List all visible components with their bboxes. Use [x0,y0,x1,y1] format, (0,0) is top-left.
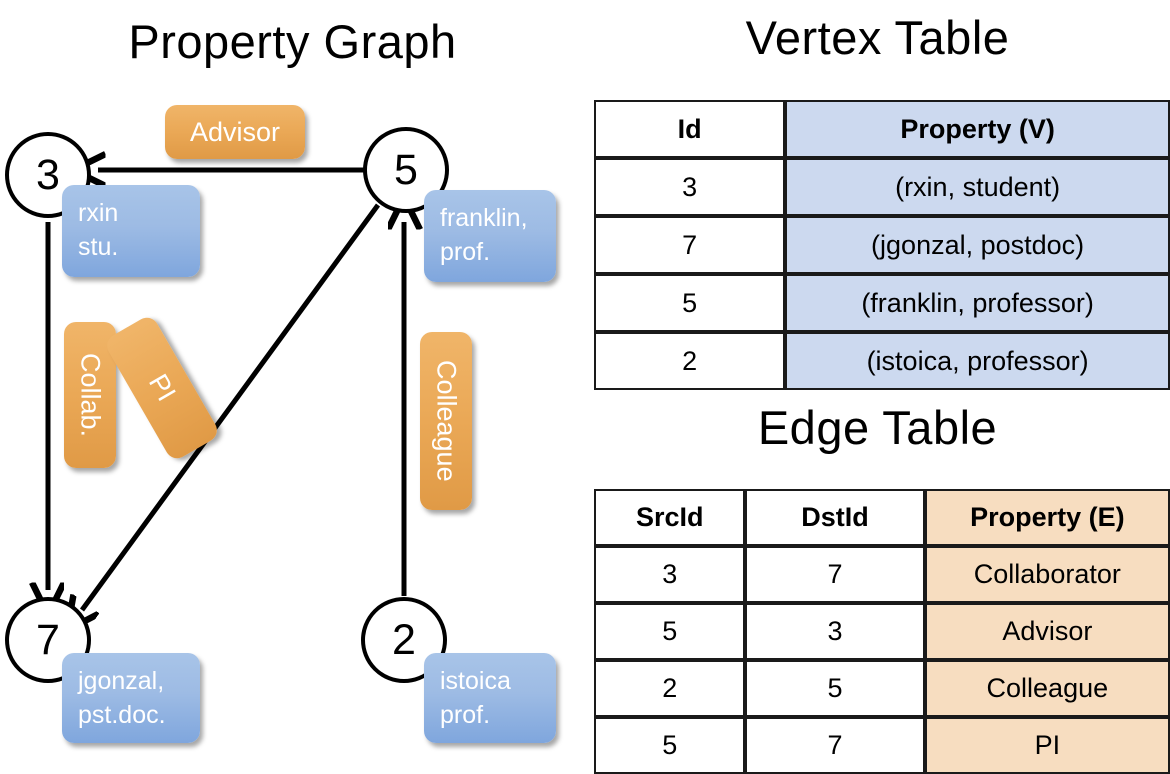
edge-table-cell-dstid: 5 [745,660,925,717]
page-title-property-graph: Property Graph [128,15,457,68]
edge-label-box-colleague[interactable]: Colleague [420,332,472,510]
table-row: 2 (istoica, professor) [594,332,1170,390]
vertex-property-box-istoica[interactable]: istoica prof. [424,653,556,743]
vertex-table-cell-property: (istoica, professor) [785,332,1170,390]
graph-edges-svg [0,0,585,760]
edge-label-collab-text: Collab. [75,352,106,438]
page-title-edge-table: Edge Table [757,401,998,454]
edge-table-cell-srcid: 2 [594,660,746,717]
vertex-property-name: franklin, [440,204,528,232]
vertex-property-name: istoica [440,667,511,695]
edge-table-header-property: Property (E) [924,489,1170,546]
edge-table-cell-property: Colleague [924,660,1170,717]
table-row: 3 7 Collaborator [594,546,1170,603]
edge-table-header-srcid: SrcId [594,489,746,546]
edge-label-advisor-text: Advisor [189,116,281,147]
vertex-property-role: prof. [440,700,491,729]
vertex-table: Id Property (V) 3 (rxin, student) 7 (jgo… [594,100,1170,390]
edge-label-colleague-text: Colleague [431,360,462,482]
vertex-table-cell-id: 7 [594,216,786,274]
edge-label-box-advisor[interactable]: Advisor [165,105,305,159]
vertex-property-name: jgonzal, [78,667,165,695]
vertex-property-box-jgonzal[interactable]: jgonzal, pst.doc. [62,653,200,743]
edge-table-cell-property: Collaborator [924,546,1170,603]
edge-table-cell-dstid: 3 [745,603,925,660]
edge-table-cell-srcid: 5 [594,603,746,660]
vertex-table-cell-id: 5 [594,274,786,332]
edge-table-cell-dstid: 7 [745,717,925,774]
edge-label-pi-text: PI [143,369,182,407]
vertex-node-3-label: 3 [36,150,60,199]
page-title-vertex-table: Vertex Table [745,11,1010,64]
vertex-property-box-franklin[interactable]: franklin, prof. [424,190,556,282]
vertex-table-cell-property: (franklin, professor) [785,274,1170,332]
vertex-table-cell-id: 2 [594,332,786,390]
edge-table-cell-property: Advisor [924,603,1170,660]
property-graph-diagram: 3 5 7 2 rxin stu. franklin, prof. jgonza… [0,0,585,760]
table-row: 5 3 Advisor [594,603,1170,660]
vertex-node-5-label: 5 [394,145,418,194]
table-row: 7 (jgonzal, postdoc) [594,216,1170,274]
edge-table: SrcId DstId Property (E) 3 7 Collaborato… [594,489,1170,774]
table-row: 5 (franklin, professor) [594,274,1170,332]
vertex-table-header-id: Id [594,100,786,158]
edge-table-cell-dstid: 7 [745,546,925,603]
vertex-table-cell-property: (rxin, student) [785,158,1170,216]
vertex-table-header-property: Property (V) [785,100,1170,158]
edge-line-5-to-7 [82,203,381,610]
table-header-row: Id Property (V) [594,100,1170,158]
vertex-node-7-label: 7 [36,615,60,664]
table-row: 2 5 Colleague [594,660,1170,717]
edge-table-cell-property: PI [924,717,1170,774]
vertex-table-cell-property: (jgonzal, postdoc) [785,216,1170,274]
vertex-property-role: prof. [440,237,491,266]
vertex-property-role: stu. [78,232,119,261]
vertex-property-box-rxin[interactable]: rxin stu. [62,185,200,277]
vertex-property-role: pst.doc. [78,700,166,729]
edge-table-header-dstid: DstId [745,489,925,546]
table-row: 5 7 PI [594,717,1170,774]
vertex-table-cell-id: 3 [594,158,786,216]
edge-table-cell-srcid: 5 [594,717,746,774]
edge-table-cell-srcid: 3 [594,546,746,603]
table-header-row: SrcId DstId Property (E) [594,489,1170,546]
vertex-node-2-label: 2 [392,615,416,664]
table-row: 3 (rxin, student) [594,158,1170,216]
vertex-property-name: rxin [78,199,119,227]
vertex-node-2[interactable]: 2 [361,597,447,683]
